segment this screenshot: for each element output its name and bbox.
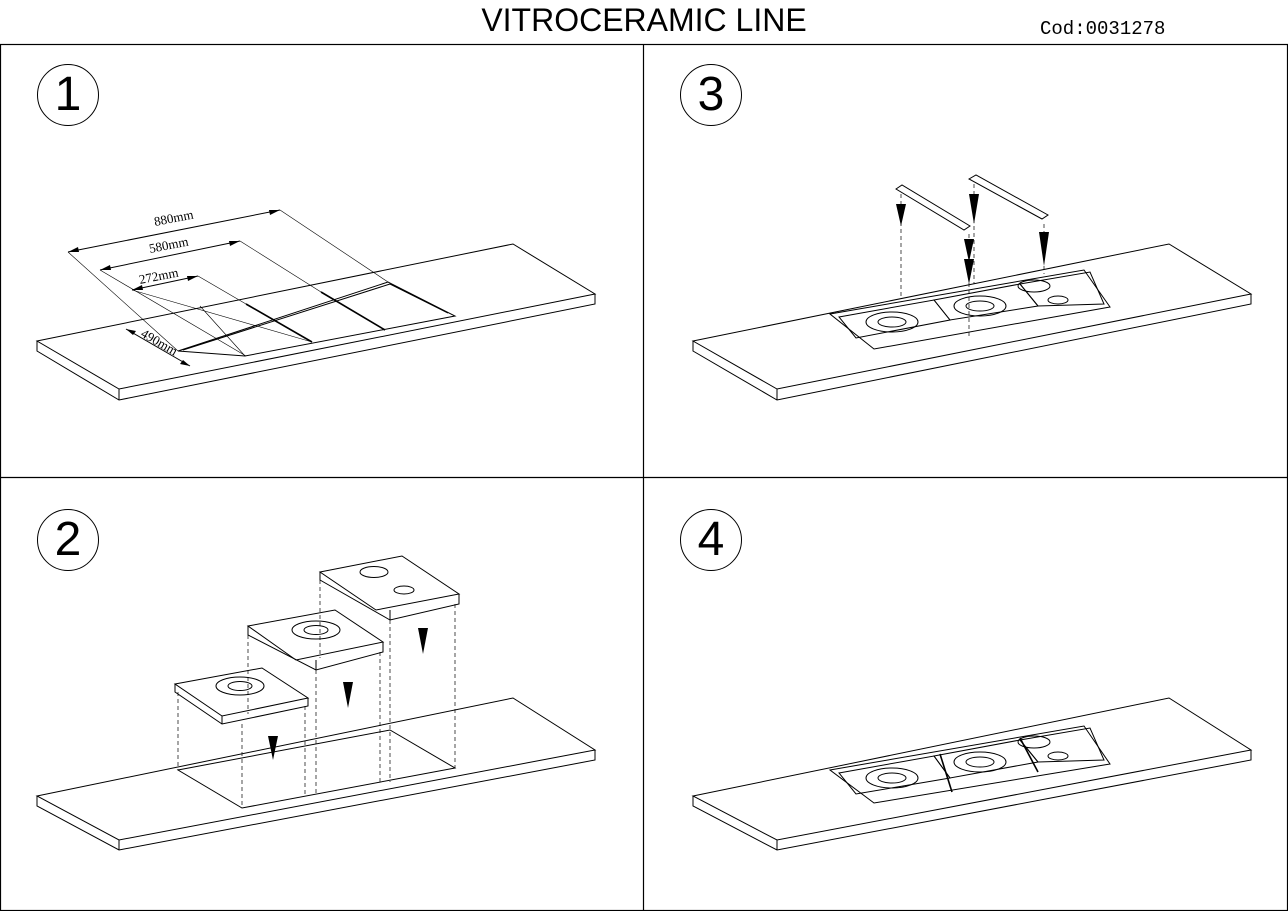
- cutout-outline: [177, 281, 457, 357]
- step-2-panel: 2: [0, 478, 643, 911]
- dim-line-580: [99, 240, 241, 271]
- dimension-272-label: 272mm: [138, 265, 180, 287]
- step-2-number: 2: [37, 509, 99, 571]
- arrow-down-icon: [418, 628, 428, 654]
- step-1-countertop-drawing: 880mm 580mm 272mm 490mm: [35, 207, 597, 401]
- dim-line-272: [131, 275, 199, 291]
- hob-right: [1019, 271, 1105, 307]
- step-3-number: 3: [680, 64, 742, 126]
- dimension-490-label: 490mm: [139, 326, 181, 359]
- step-4-number: 4: [680, 509, 742, 571]
- step-1-number: 1: [37, 64, 99, 126]
- step-4-finished-drawing: [691, 697, 1253, 851]
- step-4-panel: 4: [644, 478, 1287, 911]
- arrow-down-icon: [268, 736, 278, 760]
- dimension-880-label: 880mm: [153, 207, 195, 229]
- dimension-580-label: 580mm: [148, 234, 190, 256]
- hob-middle: [933, 283, 1039, 321]
- step-3-panel: 3: [644, 44, 1287, 477]
- arrow-down-icon: [343, 682, 353, 708]
- sheet-title: VITROCERAMIC LINE: [481, 2, 807, 38]
- product-code: Cod:0031278: [1040, 18, 1166, 40]
- step-1-panel: 1: [0, 44, 643, 477]
- step-3-joint-strip-drawing: [691, 174, 1253, 401]
- step-2-insert-hobs-drawing: [35, 555, 597, 851]
- dim-line-490: [125, 328, 191, 367]
- dim-line-880: [67, 209, 281, 253]
